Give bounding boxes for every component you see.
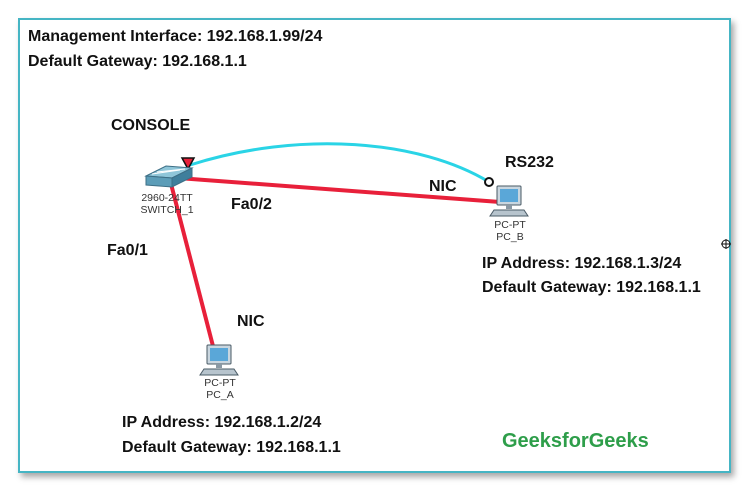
nic-a-label: NIC <box>237 313 265 330</box>
console-port-marker <box>180 157 196 171</box>
pc-a-name-label: PC_A <box>206 389 234 401</box>
fa02-label: Fa0/2 <box>231 196 272 213</box>
pc-b-name-label: PC_B <box>496 231 524 243</box>
move-cursor-icon <box>721 239 731 249</box>
pc-a-type-label: PC-PT <box>204 377 236 389</box>
diagram-frame <box>18 18 731 473</box>
pc-a-icon[interactable] <box>199 344 239 376</box>
console-label: CONSOLE <box>111 117 191 134</box>
console-cable <box>189 142 490 184</box>
pc-b-ip-label: IP Address: 192.168.1.3/24 <box>482 255 682 272</box>
link-fa02-pc-b <box>177 176 501 204</box>
pc-a-ip-label: IP Address: 192.168.1.2/24 <box>122 414 322 431</box>
management-interface-label: Management Interface: 192.168.1.99/24 <box>28 28 323 45</box>
switch-name-label: SWITCH_1 <box>140 204 194 216</box>
nic-b-label: NIC <box>429 178 457 195</box>
management-gateway-label: Default Gateway: 192.168.1.1 <box>28 53 247 70</box>
rs232-label: RS232 <box>505 154 554 171</box>
fa01-label: Fa0/1 <box>107 242 148 259</box>
pc-a-gateway-label: Default Gateway: 192.168.1.1 <box>122 439 341 456</box>
pc-b-type-label: PC-PT <box>494 219 526 231</box>
pc-b-icon[interactable] <box>489 185 529 217</box>
switch-model-label: 2960-24TT <box>141 192 193 204</box>
rs232-port-marker <box>484 177 494 187</box>
link-fa01-pc-a <box>168 179 216 351</box>
pc-b-gateway-label: Default Gateway: 192.168.1.1 <box>482 279 701 296</box>
switch-icon[interactable] <box>144 165 194 188</box>
brand-label: GeeksforGeeks <box>502 430 649 452</box>
